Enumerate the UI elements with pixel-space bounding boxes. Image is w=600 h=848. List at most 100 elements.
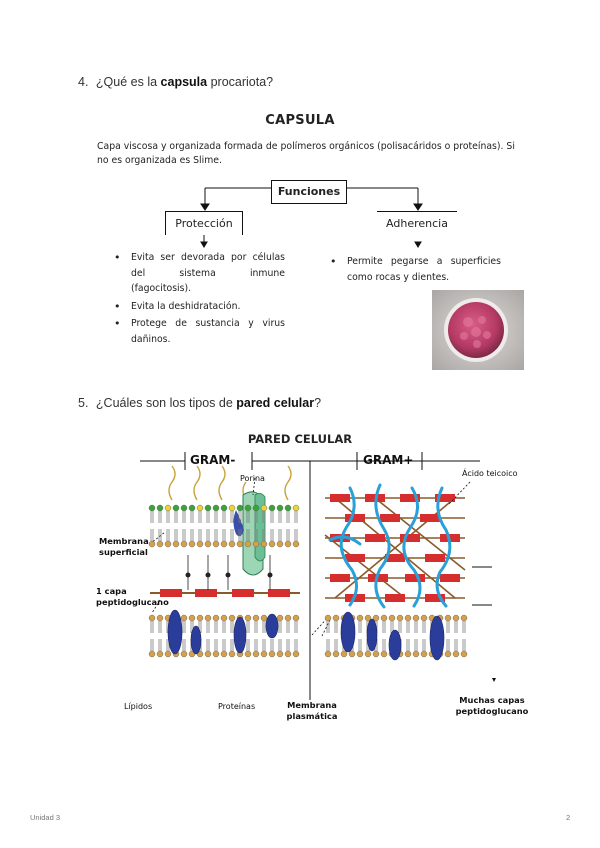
capa-peptidoglucano-label: 1 capa peptidoglucano (96, 586, 169, 607)
lipid-head (356, 639, 364, 658)
question-number: 5. (78, 396, 89, 410)
footer-unit: Unidad 3 (30, 813, 61, 822)
lipid-head (244, 639, 252, 658)
lipid-head (420, 639, 428, 658)
lipid-head (380, 614, 388, 633)
lipid-head (460, 614, 468, 633)
lipid-head (156, 504, 164, 523)
lipidos-label: Lípidos (124, 702, 153, 711)
lipid-head (172, 529, 180, 548)
lipid-head (212, 504, 220, 523)
capsula-definition: Capa viscosa y organizada formada de pol… (97, 141, 515, 166)
lipid-head (388, 614, 396, 633)
membrana-superficial-label: Membrana superficial (99, 536, 149, 557)
lipid-head (180, 504, 188, 523)
lipid-head (228, 504, 236, 523)
lipid-head (460, 639, 468, 658)
membrane-protein (233, 616, 247, 654)
lipid-head (172, 504, 180, 523)
membrane-protein (429, 615, 445, 661)
protection-list: Evita ser devorada por células del siste… (113, 250, 285, 349)
protection-box: Protección (165, 211, 243, 235)
list-item: Protege de sustancia y virus dañinos. (113, 316, 285, 347)
question-number: 4. (78, 75, 89, 89)
lipid-head (196, 614, 204, 633)
lipid-head (444, 614, 452, 633)
lipid-head (324, 614, 332, 633)
lipid-head (252, 639, 260, 658)
lipid-head (292, 529, 300, 548)
lipid-head (236, 529, 244, 548)
lipid-head (276, 614, 284, 633)
membrane-protein (190, 625, 202, 655)
lipid-head (164, 504, 172, 523)
lipid-head (412, 639, 420, 658)
lipid-head (268, 529, 276, 548)
lipid-head (276, 639, 284, 658)
lipid-head (332, 614, 340, 633)
lipid-head (396, 614, 404, 633)
lipid-head (204, 529, 212, 548)
adherence-box: Adherencia (377, 211, 457, 235)
footer-page-number: 2 (566, 813, 571, 822)
list-item: Evita ser devorada por células del siste… (113, 250, 285, 297)
lipid-head (244, 614, 252, 633)
lipid-head (268, 639, 276, 658)
lipid-head (324, 639, 332, 658)
lipid-head (236, 504, 244, 523)
membrane-protein (167, 609, 183, 655)
lipid-head (196, 529, 204, 548)
capsula-title: CAPSULA (265, 113, 335, 128)
porina-label: Porina (240, 474, 265, 483)
lipid-head (180, 614, 188, 633)
membrane-protein (388, 629, 402, 661)
lipid-head (156, 639, 164, 658)
lipid-head (260, 529, 268, 548)
lipid-head (404, 639, 412, 658)
proteinas-label: Proteínas (218, 702, 256, 711)
lipid-head (204, 639, 212, 658)
lipid-head (204, 614, 212, 633)
lipid-head (180, 529, 188, 548)
adherence-list: Permite pegarse a superficies como rocas… (329, 254, 501, 287)
gram-positive-label: GRAM+ (363, 453, 414, 467)
lipid-head (212, 614, 220, 633)
lipid-head (284, 529, 292, 548)
lipid-head (252, 614, 260, 633)
lipid-bilayers (148, 504, 468, 661)
lipid-head (260, 504, 268, 523)
lipid-head (228, 529, 236, 548)
lipid-head (220, 614, 228, 633)
lipid-head (260, 639, 268, 658)
lipid-head (332, 639, 340, 658)
membrane-protein (340, 611, 356, 653)
lipid-head (420, 614, 428, 633)
lipid-head (212, 529, 220, 548)
lipid-head (244, 529, 252, 548)
lipid-head (284, 614, 292, 633)
lipid-head (204, 504, 212, 523)
lipid-head (380, 639, 388, 658)
lipid-head (252, 529, 260, 548)
lipid-head (212, 639, 220, 658)
list-item: Permite pegarse a superficies como rocas… (329, 254, 501, 285)
lipid-head (156, 614, 164, 633)
membrane-protein (366, 618, 378, 652)
question-keyword: pared celular (236, 396, 315, 410)
lipid-head (268, 504, 276, 523)
lipid-head (244, 504, 252, 523)
lipid-head (220, 504, 228, 523)
membrane-protein (265, 613, 279, 639)
lipid-head (292, 614, 300, 633)
lipid-head (284, 639, 292, 658)
lipid-head (156, 529, 164, 548)
functions-connectors (200, 187, 423, 248)
membrana-plasmatica-label: Membrana plasmática (286, 700, 338, 721)
lipid-head (276, 529, 284, 548)
lipid-head (228, 614, 236, 633)
lipid-head (284, 504, 292, 523)
lipid-head (188, 504, 196, 523)
question-text-end: procariota? (207, 75, 274, 89)
muchas-capas-label: Muchas capas peptidoglucano (455, 695, 529, 716)
lipid-head (164, 529, 172, 548)
